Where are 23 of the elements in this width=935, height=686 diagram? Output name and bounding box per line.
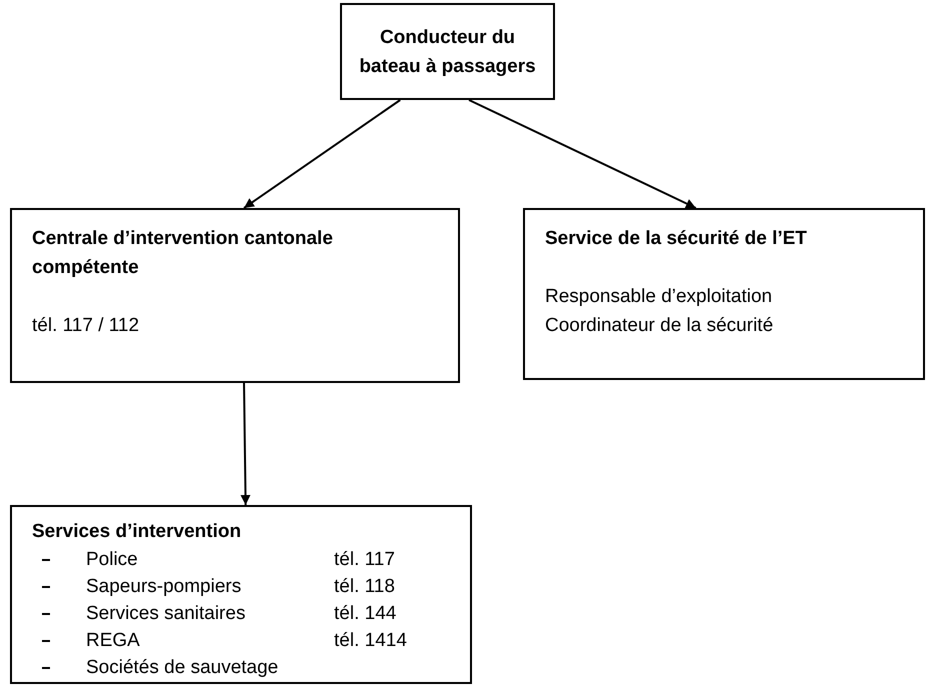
box-title: Service de la sécurité de l’ET	[545, 227, 808, 251]
arrow	[243, 99, 401, 209]
phone-number: tél. 117	[334, 548, 396, 572]
role-text: Responsable d’exploitation	[545, 285, 774, 309]
phone-number: tél. 117 / 112	[32, 314, 140, 338]
service-name: Police	[86, 548, 139, 572]
arrow	[468, 99, 696, 209]
service-name: Sapeurs-pompiers	[86, 575, 242, 599]
phone-number: tél. 144	[334, 602, 398, 626]
org-box	[340, 3, 555, 100]
role-text: Coordinateur de la sécurité	[545, 314, 774, 338]
box-title: Conducteur du bateau à passagers	[358, 26, 537, 78]
phone-number: tél. 1414	[334, 629, 408, 653]
phone-number: tél. 118	[334, 575, 396, 599]
box-title: Centrale d’intervention cantonale compétente	[32, 227, 334, 280]
org-box	[10, 208, 460, 383]
service-name: REGA	[86, 629, 141, 653]
org-box	[523, 208, 925, 380]
box-title: Services d’intervention	[32, 520, 242, 544]
service-name: Services sanitaires	[86, 602, 246, 626]
arrow	[240, 382, 250, 506]
service-name: Sociétés de sauvetage	[86, 656, 280, 680]
org-box	[10, 505, 472, 684]
